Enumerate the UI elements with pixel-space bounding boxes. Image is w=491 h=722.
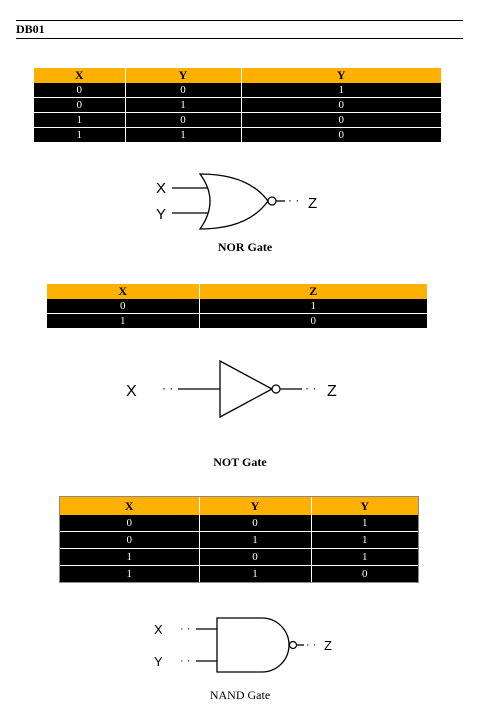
table-cell: 1 [199, 299, 427, 314]
table-cell: 0 [241, 97, 441, 113]
table-cell: 0 [241, 112, 441, 128]
column-header: Z [199, 284, 427, 299]
table-row: 1 1 0 [60, 565, 418, 582]
table-cell: 0 [34, 83, 126, 98]
column-header: Y [311, 497, 418, 515]
table-header-row: X Y Y [60, 497, 418, 515]
top-rule [16, 20, 463, 21]
header-rule [16, 38, 463, 39]
nand-input-x-label: X [154, 622, 163, 637]
table-row: 1 0 [47, 313, 427, 328]
table-cell: 0 [199, 313, 427, 328]
table-header-row: X Y Y [34, 68, 441, 83]
table-cell: 1 [311, 515, 418, 532]
column-header: X [60, 497, 200, 515]
nor-input-y-label: Y [156, 206, 166, 223]
not-output-z-label: Z [327, 383, 337, 400]
column-header: X [47, 284, 200, 299]
svg-text:· ·: · · [305, 381, 316, 395]
table-cell: 1 [60, 565, 200, 582]
table-cell: 1 [199, 531, 312, 549]
table-row: 1 1 0 [34, 127, 441, 142]
nor-output-z-label: Z [308, 195, 317, 212]
column-header: Y [241, 68, 441, 83]
not-truth-table: X Z 0 1 1 0 [47, 284, 427, 328]
nor-truth-table: X Y Y 0 0 1 0 1 0 1 0 0 1 1 0 [34, 68, 441, 142]
column-header: Y [125, 68, 242, 83]
table-cell: 1 [241, 83, 441, 98]
svg-text:· ·: · · [180, 655, 190, 667]
nand-input-y-label: Y [154, 654, 163, 669]
table-cell: 0 [311, 565, 418, 582]
nand-gate-symbol: X Y · · · · · · Z [154, 617, 332, 673]
table-row: 1 0 0 [34, 112, 441, 128]
table-cell: 1 [199, 565, 312, 582]
document-code: DB01 [16, 22, 45, 36]
not-gate-symbol: X · · · · Z [126, 359, 337, 419]
table-cell: 0 [34, 97, 126, 113]
table-header-row: X Z [47, 284, 427, 299]
svg-text:· ·: · · [180, 623, 190, 635]
table-row: 0 0 1 [60, 515, 418, 532]
table-cell: 1 [47, 313, 200, 328]
nand-output-z-label: Z [324, 638, 332, 653]
table-cell: 1 [311, 531, 418, 549]
svg-text:· ·: · · [162, 381, 173, 395]
table-row: 0 1 0 [34, 97, 441, 113]
svg-text:· ·: · · [306, 639, 316, 651]
table-cell: 1 [60, 548, 200, 566]
table-cell: 0 [47, 299, 200, 314]
table-cell: 1 [34, 127, 126, 142]
table-cell: 1 [34, 112, 126, 128]
table-cell: 0 [125, 112, 242, 128]
table-cell: 0 [241, 127, 441, 142]
table-cell: 1 [125, 127, 242, 142]
not-gate-caption: NOT Gate [213, 455, 267, 469]
table-cell: 0 [199, 548, 312, 566]
nand-truth-table: X Y Y 0 0 1 0 1 1 1 0 1 1 1 0 [59, 496, 419, 583]
table-cell: 0 [60, 531, 200, 549]
svg-text:· ·: · · [288, 193, 299, 207]
table-row: 1 0 1 [60, 548, 418, 566]
table-cell: 0 [199, 515, 312, 532]
nor-gate-caption: NOR Gate [217, 240, 273, 254]
nand-gate-caption: NAND Gate [209, 688, 271, 702]
nor-input-x-label: X [156, 180, 166, 197]
column-header: Y [199, 497, 312, 515]
table-row: 0 0 1 [34, 83, 441, 98]
table-cell: 0 [125, 83, 242, 98]
table-cell: 1 [125, 97, 242, 113]
table-row: 0 1 1 [60, 531, 418, 549]
not-input-x-label: X [126, 383, 137, 400]
column-header: X [34, 68, 126, 83]
table-cell: 1 [311, 548, 418, 566]
table-cell: 0 [60, 515, 200, 532]
table-row: 0 1 [47, 299, 427, 314]
nor-gate-symbol: X Y · · Z [156, 173, 317, 230]
